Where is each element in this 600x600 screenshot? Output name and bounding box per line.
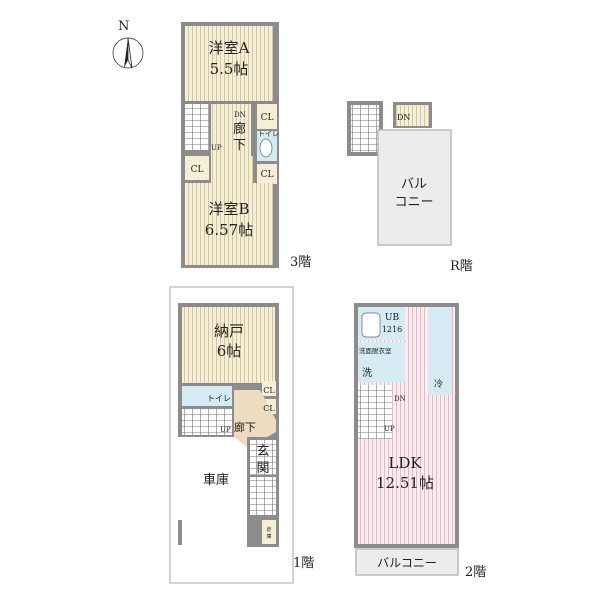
storage-name: 納戸 xyxy=(214,322,244,340)
balcony-label: バルコニー xyxy=(377,556,437,570)
closet-label: CL xyxy=(261,170,274,180)
room-western-a xyxy=(185,26,273,101)
stair-dn-label: DN xyxy=(394,395,406,403)
entrance xyxy=(250,440,276,475)
washroom xyxy=(358,342,405,382)
hallway xyxy=(211,104,251,156)
closet xyxy=(185,156,209,180)
roof-floor-label: R階 xyxy=(450,259,473,274)
closet xyxy=(262,381,276,396)
balcony-label-1: バル xyxy=(401,177,427,192)
closet xyxy=(257,164,277,184)
hallway xyxy=(234,390,276,448)
floor-2-plan: UB 1216 洗面脱衣室 洗 冷 DN UP LDK 12.51帖 バルコニー… xyxy=(354,303,486,580)
hallway-label-2: 下 xyxy=(233,138,246,153)
closet-label: CL xyxy=(263,386,275,395)
fridge-label: 冷 xyxy=(434,378,443,390)
garage-post xyxy=(178,520,182,545)
store-room-label-1: 倉 xyxy=(266,526,271,533)
toilet xyxy=(182,386,232,406)
stair-up-label: UP xyxy=(384,425,395,433)
entrance-label-2: 関 xyxy=(256,461,269,476)
closet-label: CL xyxy=(263,404,275,413)
stair-up-label: UP xyxy=(211,144,222,152)
stairs xyxy=(351,105,379,152)
washer-label: 洗 xyxy=(362,367,372,379)
room-a-size: 5.5帖 xyxy=(210,60,249,78)
stairs xyxy=(358,385,392,439)
floor-3-plan: 洋室A 5.5帖 洋室B 6.57帖 DN 廊 下 UP トイレ CL CL C… xyxy=(181,22,311,270)
bathtub-icon xyxy=(361,312,381,338)
stair-dn-label: DN xyxy=(234,111,246,119)
closet-label: CL xyxy=(191,165,204,175)
floor-3-label: 3階 xyxy=(290,255,311,270)
storage-room xyxy=(182,307,275,383)
north-compass-icon: N xyxy=(112,19,144,69)
storage-size: 6帖 xyxy=(217,342,242,360)
stairs xyxy=(185,104,209,150)
north-label: N xyxy=(118,19,129,34)
toilet-icon xyxy=(259,138,273,158)
floor-1-plan: 納戸 6帖 トイレ CL CL UP 廊下 玄 関 車庫 倉 庫 1階 xyxy=(169,286,314,584)
washroom-label: 洗面脱衣室 xyxy=(359,346,392,355)
room-a-name: 洋室A xyxy=(209,39,250,57)
stairs xyxy=(182,409,232,435)
room-b-size: 6.57帖 xyxy=(205,221,253,239)
toilet-label: トイレ xyxy=(258,130,279,138)
kitchen xyxy=(428,307,452,395)
stair-landing xyxy=(396,105,429,126)
room-b-name: 洋室B xyxy=(208,200,249,218)
ldk-size: 12.51帖 xyxy=(376,474,434,492)
floor-1-label: 1階 xyxy=(293,556,314,571)
hallway-label: 廊下 xyxy=(234,420,256,434)
closet xyxy=(257,104,277,129)
bath-label-1: UB xyxy=(385,313,400,323)
roof-balcony xyxy=(377,129,452,246)
hallway-label-1: 廊 xyxy=(233,121,246,137)
room-western-b xyxy=(185,183,273,265)
floor-2-label: 2階 xyxy=(465,565,486,580)
ldk-name: LDK xyxy=(388,454,422,472)
store-room xyxy=(262,520,276,544)
bath-label-2: 1216 xyxy=(382,325,402,334)
stair-up-label: UP xyxy=(220,426,231,434)
store-room-label-2: 庫 xyxy=(266,533,271,540)
balcony xyxy=(355,548,459,576)
stair-dn-label: DN xyxy=(397,113,410,122)
toilet-label: トイレ xyxy=(207,394,231,403)
entrance-label-1: 玄 xyxy=(256,444,269,459)
balcony-label-2: コニー xyxy=(394,195,433,210)
closet-label: CL xyxy=(261,113,274,123)
roof-floor-plan: DN バル コニー R階 xyxy=(347,101,473,274)
garage-label: 車庫 xyxy=(203,473,229,488)
